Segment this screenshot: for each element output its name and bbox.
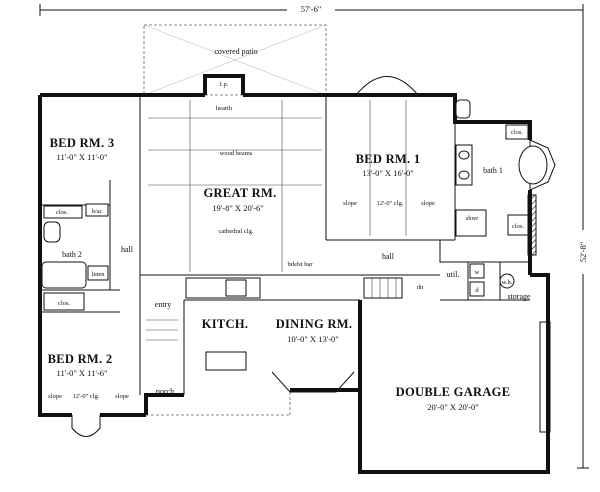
dryer (469, 281, 485, 297)
bed-1-ceiling: 12'-0" clg. (377, 200, 404, 207)
utility-label: util. (447, 270, 460, 279)
linen-closet-label: linen (92, 271, 106, 278)
wood-beams (148, 100, 322, 272)
bed-2-ceiling: 12'-0" clg. (73, 393, 100, 400)
covered-patio-label: covered patio (214, 47, 257, 56)
washer (469, 263, 485, 279)
shower-label: shwr (466, 215, 479, 222)
bed-1-slope-right: slope (421, 200, 435, 207)
bed-2-slope-right: slope (115, 393, 129, 400)
bed-2-closet-label: clos. (58, 300, 70, 307)
water-heater (499, 273, 515, 289)
garage-steps (363, 277, 403, 299)
bed-3-size: 11'-0" X 11'-0" (57, 152, 108, 162)
bath-2-label: bath 2 (62, 250, 82, 259)
bed-2-slope-left: slope (48, 393, 62, 400)
bath-1-closet-label: clos. (511, 129, 523, 136)
bed-2-size: 11'-0" X 11'-6" (57, 368, 108, 378)
entry-label: entry (155, 300, 171, 309)
great-room-ceiling-note: cathedral clg. (218, 228, 253, 235)
bed-1-arched-window (355, 76, 419, 96)
bedroom-hall-label: hall (121, 245, 134, 254)
wood-beams-label: wood beams (220, 150, 253, 157)
dryer-label: d (475, 287, 479, 294)
bath-2-tub (41, 261, 87, 289)
washer-label: w (475, 269, 480, 276)
bed-3-closet-label: clos. (56, 209, 68, 216)
bath-1-vanity (455, 144, 473, 186)
main-hall-label: hall (382, 252, 395, 261)
bath-1-tub (518, 145, 548, 185)
down-label: dn (417, 284, 424, 291)
bed-2-title: BED RM. 2 (48, 352, 113, 366)
dining-room-title: DINING RM. (276, 317, 353, 331)
fireplace-label: f.p. (220, 81, 229, 88)
front-porch (146, 392, 291, 416)
garage-size: 20'-0" X 20'-0" (427, 402, 479, 412)
cooktop (225, 279, 247, 297)
great-room-title: GREAT RM. (203, 186, 276, 200)
bath-1-shower (455, 209, 487, 237)
breakfast-bar-label: brkfst bar (287, 261, 313, 268)
exterior-walls (38, 74, 550, 474)
overall-width-label: 57'-6" (301, 4, 322, 14)
bath-1-label: bath 1 (483, 166, 503, 175)
bath-2-toilet (43, 221, 61, 243)
covered-patio-outline (143, 24, 327, 96)
garage-door (539, 321, 551, 433)
walk-in-closet-label: clos. (512, 223, 524, 230)
porch-label: porch (156, 387, 174, 396)
kitchen-counter (185, 277, 261, 299)
bed-1-slope-left: slope (343, 200, 357, 207)
hearth-label: hearth (216, 105, 233, 112)
great-room-size: 19'-8" X 20'-6" (212, 203, 264, 213)
entry-steps (146, 319, 178, 341)
bed-1-title: BED RM. 1 (356, 152, 421, 166)
kitchen-island (205, 351, 247, 371)
dining-room-size: 10'-0" X 13'-0" (287, 334, 339, 344)
kitchen-title: KITCH. (202, 317, 249, 331)
bed-3-title: BED RM. 3 (50, 136, 115, 150)
bath-1-toilet (455, 99, 471, 119)
water-heater-label: w.h. (502, 279, 513, 286)
overall-depth-label: 52'-8" (578, 242, 588, 263)
closet-shelving (527, 194, 537, 256)
garage-title: DOUBLE GARAGE (396, 385, 511, 399)
hvac-label: h/ac (92, 208, 103, 215)
bed-2-bay-window (71, 415, 101, 437)
bed-1-size: 13'-0" X 16'-0" (362, 168, 414, 178)
dining-bay-window (271, 371, 355, 393)
storage-label: storage (507, 292, 531, 301)
